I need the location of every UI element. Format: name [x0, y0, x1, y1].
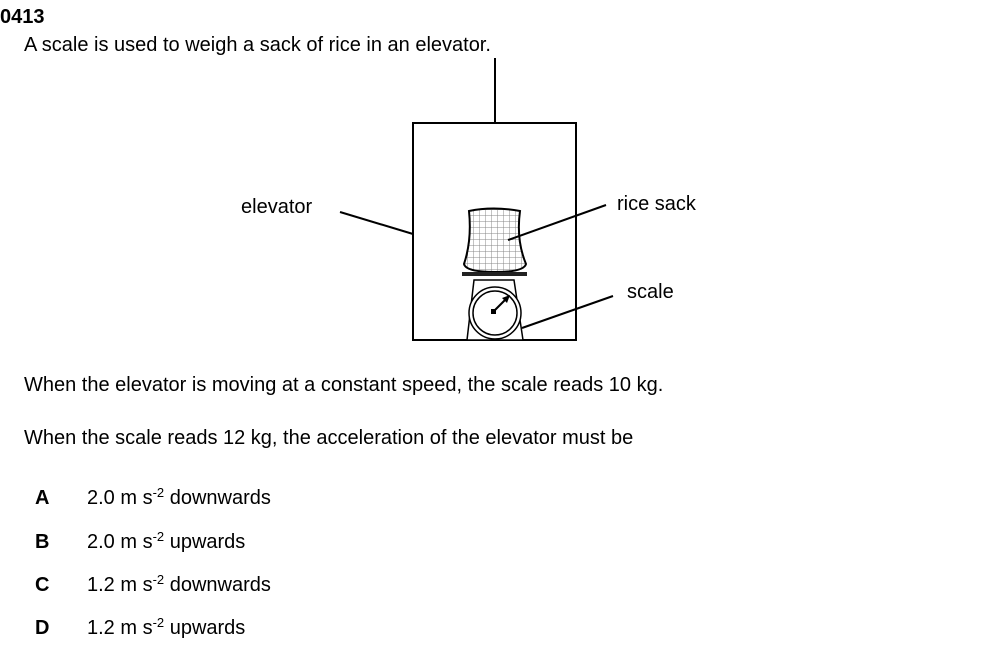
option-letter: C	[35, 574, 50, 596]
rice-sack	[462, 207, 528, 274]
question-number: 0413	[0, 6, 45, 28]
option-letter: D	[35, 617, 50, 639]
option-text: 2.0 m s-2 upwards	[87, 529, 246, 553]
label-scale: scale	[627, 281, 674, 303]
scale-platform	[462, 272, 527, 276]
option-letter: A	[35, 487, 50, 509]
option-letter: B	[35, 531, 50, 553]
label-elevator: elevator	[241, 196, 313, 218]
paragraph-1: When the elevator is moving at a constan…	[24, 374, 664, 396]
option-text: 1.2 m s-2 downwards	[87, 572, 271, 596]
option-text: 2.0 m s-2 downwards	[87, 485, 271, 509]
question-stem: A scale is used to weigh a sack of rice …	[24, 34, 491, 56]
label-rice-sack: rice sack	[617, 193, 696, 215]
paragraph-2: When the scale reads 12 kg, the accelera…	[24, 427, 634, 449]
option-text: 1.2 m s-2 upwards	[87, 615, 246, 639]
